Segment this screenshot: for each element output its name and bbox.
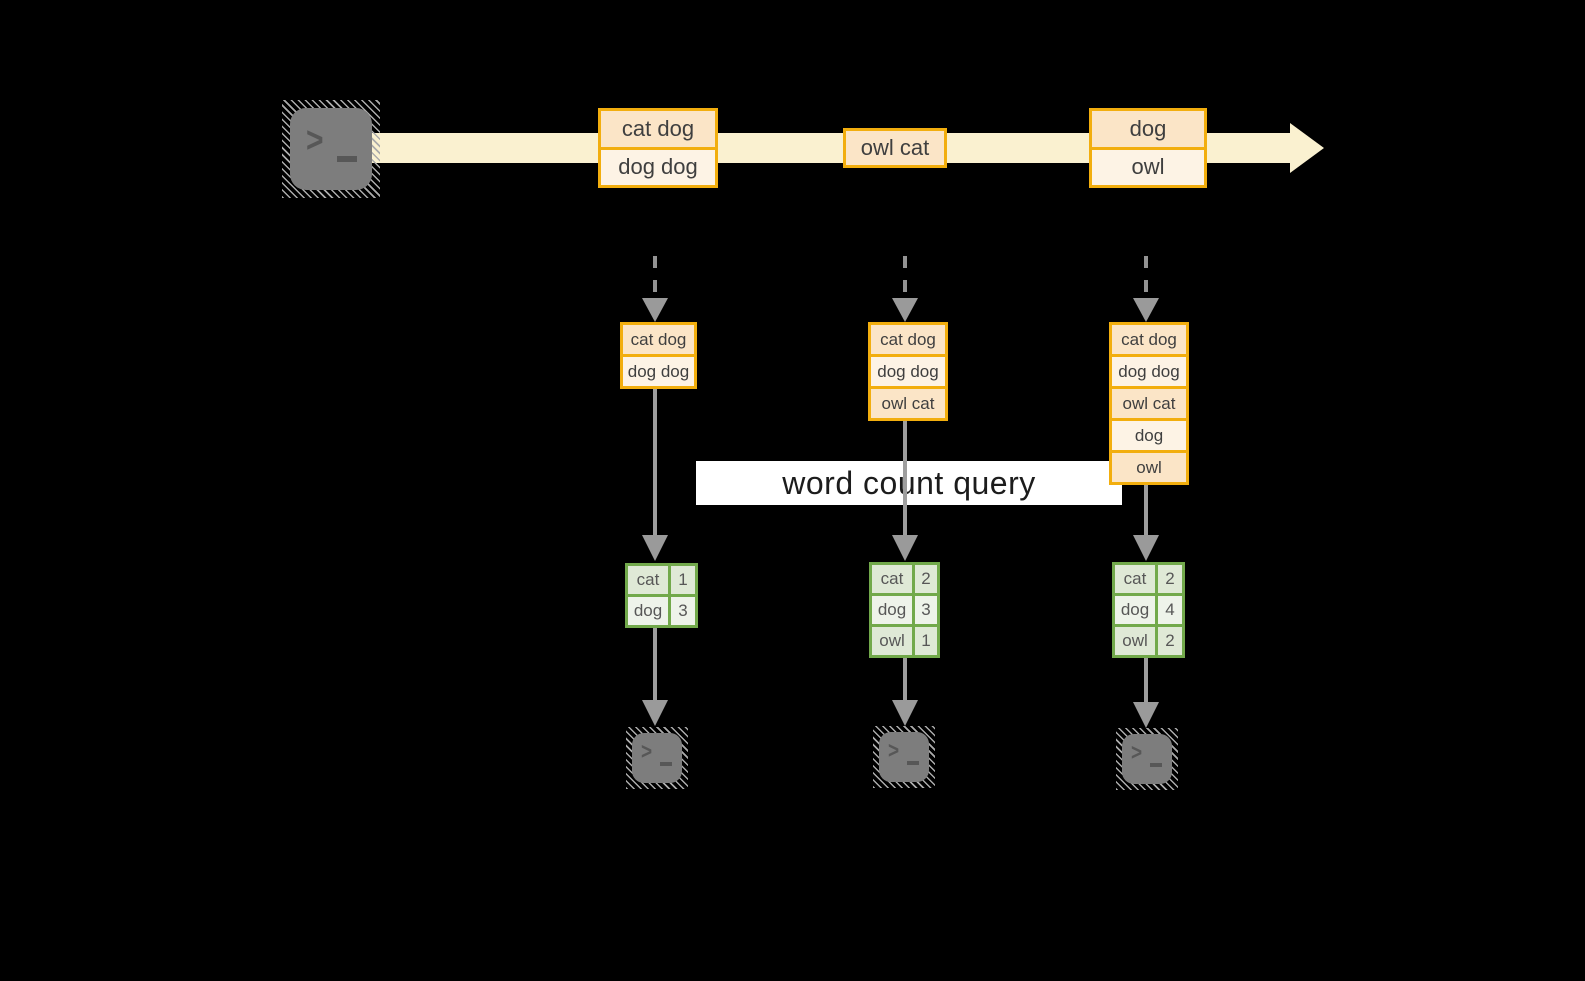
buffer-stack-2: cat dog dog dog owl cat — [868, 322, 948, 421]
connector-line — [903, 419, 907, 535]
count-word: dog — [1115, 596, 1155, 624]
count-value: 1 — [915, 627, 937, 655]
output-terminal-icon: > — [626, 727, 688, 789]
stream-arrowhead-icon — [1290, 123, 1324, 173]
down-arrowhead-icon — [892, 298, 918, 322]
buffer-row: dog — [1112, 418, 1186, 450]
down-arrowhead-icon — [642, 298, 668, 322]
down-arrowhead-icon — [642, 700, 668, 726]
event-line: dog — [1092, 111, 1204, 147]
down-arrowhead-icon — [1133, 298, 1159, 322]
connector-line — [1144, 483, 1148, 535]
terminal-cursor-icon — [337, 156, 357, 162]
count-value: 4 — [1158, 596, 1182, 624]
connector-line — [1144, 658, 1148, 702]
down-arrowhead-icon — [892, 535, 918, 561]
stream-event-box-1: cat dog dog dog — [598, 108, 718, 188]
terminal-cursor-icon — [1150, 763, 1162, 767]
count-word: dog — [872, 596, 912, 624]
connector-line — [903, 658, 907, 700]
dashed-arrow-shaft — [653, 256, 657, 298]
buffer-row: dog dog — [871, 354, 945, 386]
terminal-cursor-icon — [660, 762, 672, 766]
dashed-arrow-shaft — [903, 256, 907, 298]
dashed-arrow-shaft — [1144, 256, 1148, 298]
count-word: owl — [1115, 627, 1155, 655]
terminal-screen: > — [632, 733, 682, 783]
down-arrowhead-icon — [1133, 702, 1159, 728]
output-terminal-icon: > — [873, 726, 935, 788]
buffer-stack-1: cat dog dog dog — [620, 322, 697, 389]
connector-line — [653, 628, 657, 700]
output-terminal-icon: > — [1116, 728, 1178, 790]
count-table-1: cat 1 dog 3 — [625, 563, 698, 628]
event-line: cat dog — [601, 111, 715, 147]
buffer-row: cat dog — [1112, 325, 1186, 354]
event-line: dog dog — [601, 146, 715, 185]
buffer-row: owl cat — [1112, 386, 1186, 418]
terminal-screen: > — [879, 732, 929, 782]
source-terminal-icon: > — [282, 100, 380, 198]
terminal-screen: > — [1122, 734, 1172, 784]
buffer-row: cat dog — [871, 325, 945, 354]
buffer-row: owl — [1112, 450, 1186, 482]
count-value: 3 — [915, 596, 937, 624]
count-word: dog — [628, 597, 668, 625]
buffer-row: dog dog — [623, 354, 694, 386]
buffer-stack-3: cat dog dog dog owl cat dog owl — [1109, 322, 1189, 485]
terminal-prompt-icon: > — [1131, 740, 1143, 767]
connector-line — [653, 387, 657, 535]
buffer-row: cat dog — [623, 325, 694, 354]
count-value: 2 — [1158, 627, 1182, 655]
down-arrowhead-icon — [892, 700, 918, 726]
terminal-screen: > — [290, 108, 372, 190]
count-value: 3 — [671, 597, 695, 625]
count-word: owl — [872, 627, 912, 655]
count-word: cat — [628, 566, 668, 594]
count-word: cat — [872, 565, 912, 593]
terminal-cursor-icon — [907, 761, 919, 765]
terminal-prompt-icon: > — [306, 120, 324, 161]
query-banner: word count query — [696, 461, 1122, 505]
count-value: 2 — [1158, 565, 1182, 593]
terminal-prompt-icon: > — [641, 739, 653, 766]
event-line: owl — [1092, 146, 1204, 185]
down-arrowhead-icon — [642, 535, 668, 561]
terminal-prompt-icon: > — [888, 738, 900, 765]
count-table-3: cat 2 dog 4 owl 2 — [1112, 562, 1185, 658]
buffer-row: owl cat — [871, 386, 945, 418]
count-value: 1 — [671, 566, 695, 594]
count-value: 2 — [915, 565, 937, 593]
down-arrowhead-icon — [1133, 535, 1159, 561]
stream-event-box-2: owl cat — [843, 128, 947, 168]
count-table-2: cat 2 dog 3 owl 1 — [869, 562, 940, 658]
buffer-row: dog dog — [1112, 354, 1186, 386]
query-banner-label: word count query — [782, 464, 1036, 501]
event-line: owl cat — [846, 131, 944, 165]
stream-event-box-3: dog owl — [1089, 108, 1207, 188]
count-word: cat — [1115, 565, 1155, 593]
